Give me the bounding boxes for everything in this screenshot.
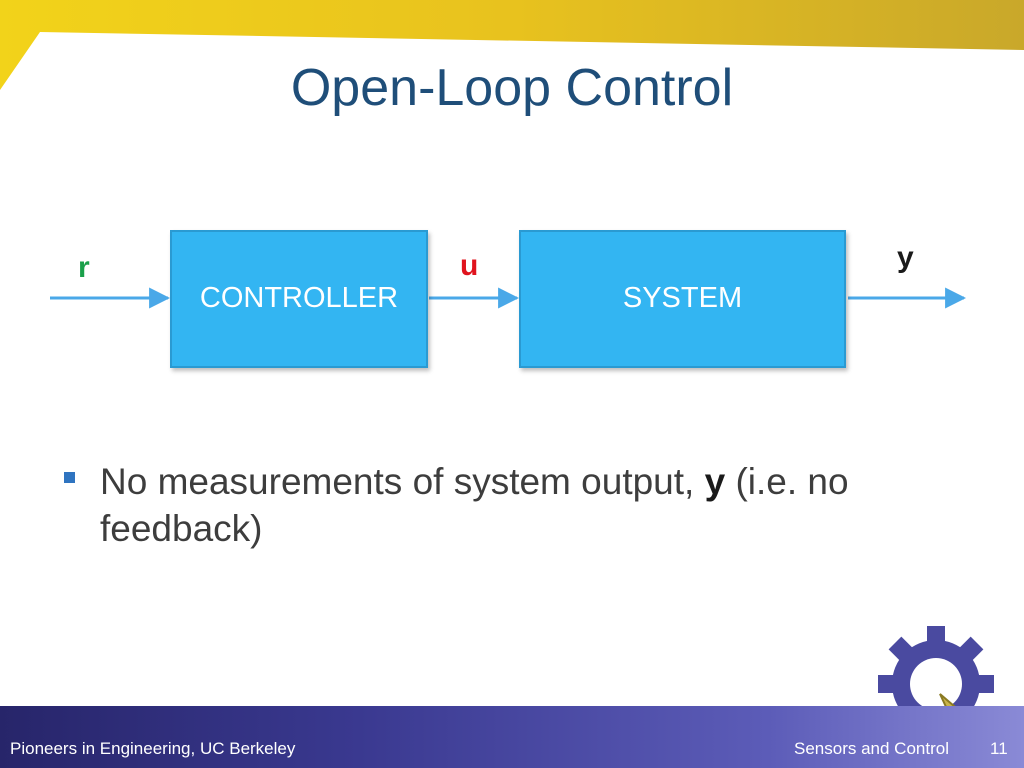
slide-title: Open-Loop Control <box>290 59 734 117</box>
signal-u-label: u <box>460 249 479 282</box>
page-number: 11 <box>990 739 1008 758</box>
signal-r-label: r <box>78 251 90 284</box>
footer-section-title: Sensors and Control <box>794 739 949 758</box>
footer-organization: Pioneers in Engineering, UC Berkeley <box>10 739 296 758</box>
controller-block: CONTROLLER <box>170 230 428 368</box>
system-label: SYSTEM <box>622 282 743 314</box>
system-block: SYSTEM <box>519 230 846 368</box>
bullet-text-before: No measurements of system output, <box>100 461 705 502</box>
footer-bar <box>0 706 1024 768</box>
controller-label: CONTROLLER <box>199 282 399 314</box>
bullet-text-after: (i.e. no feedback) <box>100 461 849 549</box>
bullet-item: No measurements of system output, y (i.e… <box>100 458 920 552</box>
bullet-emphasis: y <box>704 461 726 502</box>
signal-y-label: y <box>897 241 914 274</box>
top-decorative-band <box>0 0 1024 90</box>
square-bullet-icon <box>64 472 75 483</box>
